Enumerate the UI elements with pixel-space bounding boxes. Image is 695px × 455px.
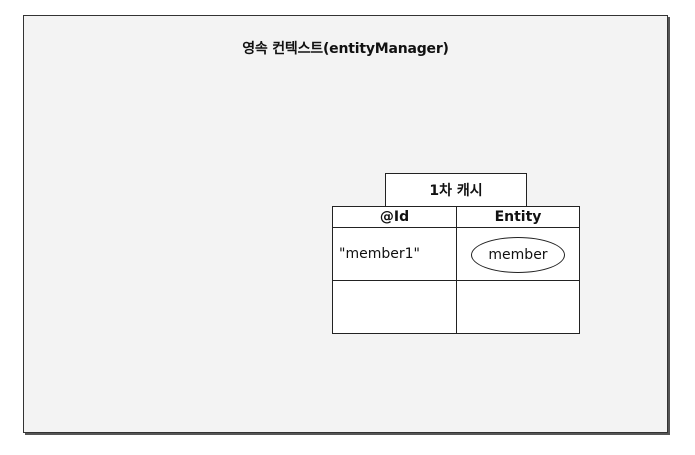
first-level-cache-label: 1차 캐시	[385, 173, 527, 206]
cache-row-empty	[333, 281, 579, 333]
entity-object-ellipse: member	[471, 237, 565, 273]
cache-header-id: @Id	[333, 207, 457, 227]
cache-header-entity: Entity	[494, 209, 542, 225]
cache-row-entity-empty	[457, 281, 579, 333]
cache-row: "member1" member	[333, 228, 579, 281]
first-level-cache-table: @Id Entity "member1" member	[332, 206, 580, 334]
cache-row-id: "member1"	[333, 228, 457, 280]
cache-row-id-empty	[333, 281, 457, 333]
cache-header-row: @Id Entity	[333, 207, 579, 228]
cache-row-entity-cell: member	[457, 228, 579, 280]
persistence-context-title: 영속 컨텍스트(entityManager)	[242, 41, 449, 57]
